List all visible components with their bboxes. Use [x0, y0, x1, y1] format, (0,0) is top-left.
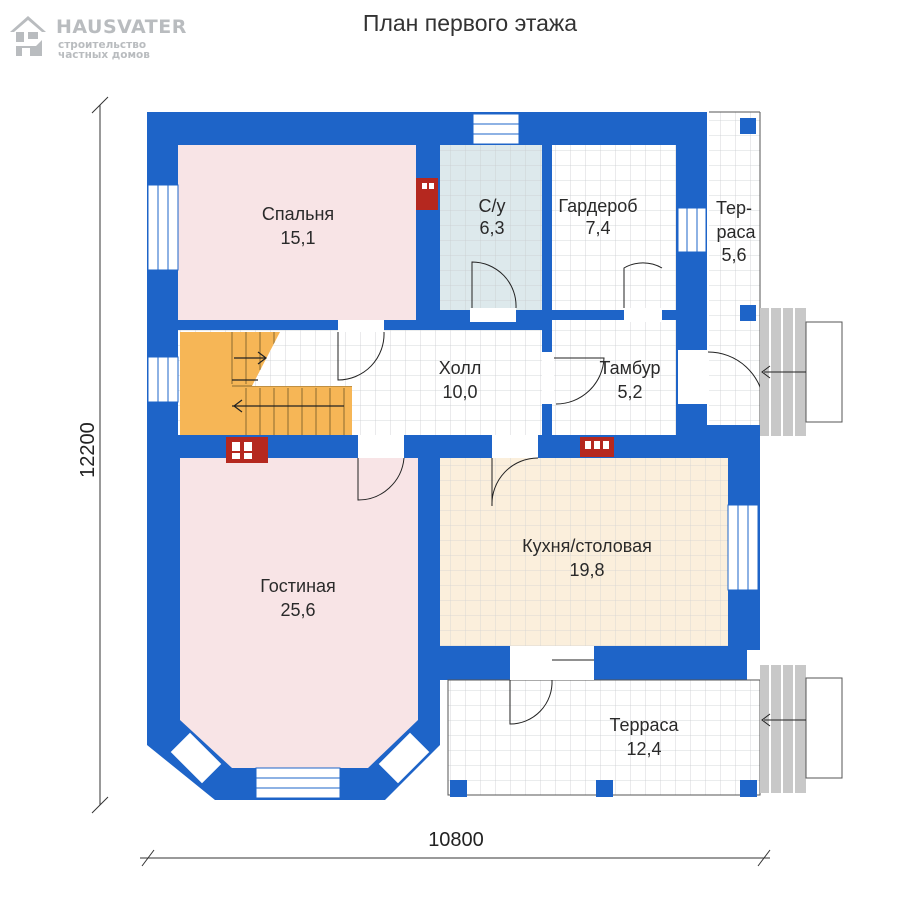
chimney-top — [416, 178, 438, 210]
terrace-post — [740, 305, 756, 321]
label-kitchen-area: 19,8 — [569, 560, 604, 580]
label-terrace-small-name-2: раса — [716, 222, 756, 242]
label-bathroom-name: С/у — [479, 196, 506, 216]
terrace-small-grid — [709, 112, 760, 425]
label-hall-name: Холл — [439, 358, 481, 378]
label-kitchen-name: Кухня/столовая — [522, 536, 652, 556]
label-terrace-small-area: 5,6 — [721, 245, 746, 265]
label-terrace-large-name: Терраса — [609, 715, 679, 735]
label-terrace-large-area: 12,4 — [626, 739, 661, 759]
entrance-steps-bottom — [760, 665, 843, 793]
terrace-post — [740, 118, 756, 134]
logo-tagline-2: частных домов — [58, 49, 150, 61]
terrace-post — [740, 780, 757, 797]
chimney-kitchen — [580, 437, 614, 457]
page-title: План первого этажа — [362, 10, 578, 36]
room-bedroom — [178, 145, 416, 320]
room-vestibule-grid — [552, 320, 676, 435]
label-wardrobe-name: Гардероб — [558, 196, 637, 216]
windows — [147, 113, 759, 799]
terrace-post — [596, 780, 613, 797]
company-logo: HAUSVATER строительство частных домов — [8, 12, 208, 64]
dimension-height: 12200 — [77, 422, 99, 478]
door-swings — [337, 261, 765, 725]
label-vestibule-name: Тамбур — [599, 358, 660, 378]
room-kitchen-grid — [440, 458, 728, 646]
house-logo-icon — [10, 16, 46, 56]
label-bedroom-name: Спальня — [262, 204, 334, 224]
label-living-area: 25,6 — [280, 600, 315, 620]
label-wardrobe-area: 7,4 — [585, 218, 610, 238]
room-wardrobe-grid — [552, 145, 676, 310]
label-living-name: Гостиная — [260, 576, 336, 596]
terrace-large-grid — [448, 680, 760, 795]
terrace-post — [450, 780, 467, 797]
entrance-steps-top — [760, 308, 843, 436]
label-hall-area: 10,0 — [442, 382, 477, 402]
chimney-living — [226, 437, 268, 463]
door-openings — [338, 308, 708, 680]
label-vestibule-area: 5,2 — [617, 382, 642, 402]
dimension-width: 10800 — [428, 829, 484, 851]
room-living — [180, 458, 418, 768]
label-bathroom-area: 6,3 — [479, 218, 504, 238]
staircase-arrows — [232, 351, 344, 413]
label-bedroom-area: 15,1 — [280, 228, 315, 248]
room-bathroom-grid — [440, 145, 542, 310]
dimension-lines — [91, 96, 771, 867]
logo-brand: HAUSVATER — [56, 16, 187, 38]
label-terrace-small-name-1: Тер- — [716, 198, 752, 218]
logo-tagline-1: строительство — [58, 39, 147, 51]
